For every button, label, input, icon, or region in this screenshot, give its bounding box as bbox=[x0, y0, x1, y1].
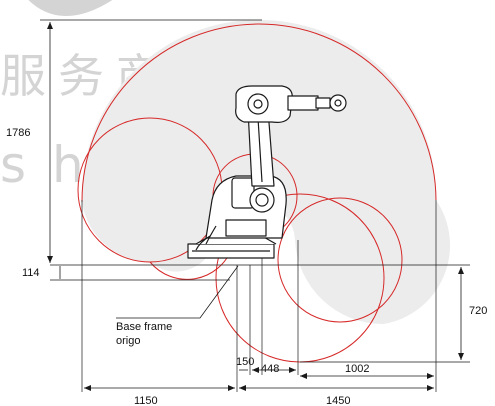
dimension-labels: 1786 114 720 1150 1450 150 448 1002 Base… bbox=[6, 127, 487, 406]
dim-1002-label: 1002 bbox=[345, 363, 369, 375]
outer-reach-arc bbox=[81, 23, 437, 203]
base-frame-label-line1: Base frame bbox=[116, 321, 172, 333]
right-reach-circle bbox=[277, 197, 403, 323]
base-frame-label-line2: origo bbox=[116, 335, 140, 347]
dim-1450-label: 1450 bbox=[326, 395, 350, 406]
base-frame-leader bbox=[116, 265, 239, 319]
dimension-arrows bbox=[47, 22, 464, 391]
watermark-arc bbox=[28, 0, 113, 16]
dim-114-label: 114 bbox=[22, 267, 40, 279]
dim-150-label: 150 bbox=[236, 356, 254, 368]
robot-arm bbox=[187, 85, 347, 259]
dim-1150-label: 1150 bbox=[134, 395, 158, 406]
dim-1786-label: 1786 bbox=[6, 127, 30, 139]
dim-720-label: 720 bbox=[469, 305, 487, 317]
bottom-left-arc bbox=[149, 247, 233, 280]
robot-forearm bbox=[287, 95, 319, 111]
dim-448-label: 448 bbox=[261, 363, 279, 375]
base-frame-lines bbox=[50, 264, 470, 281]
extension-lines bbox=[40, 19, 470, 392]
